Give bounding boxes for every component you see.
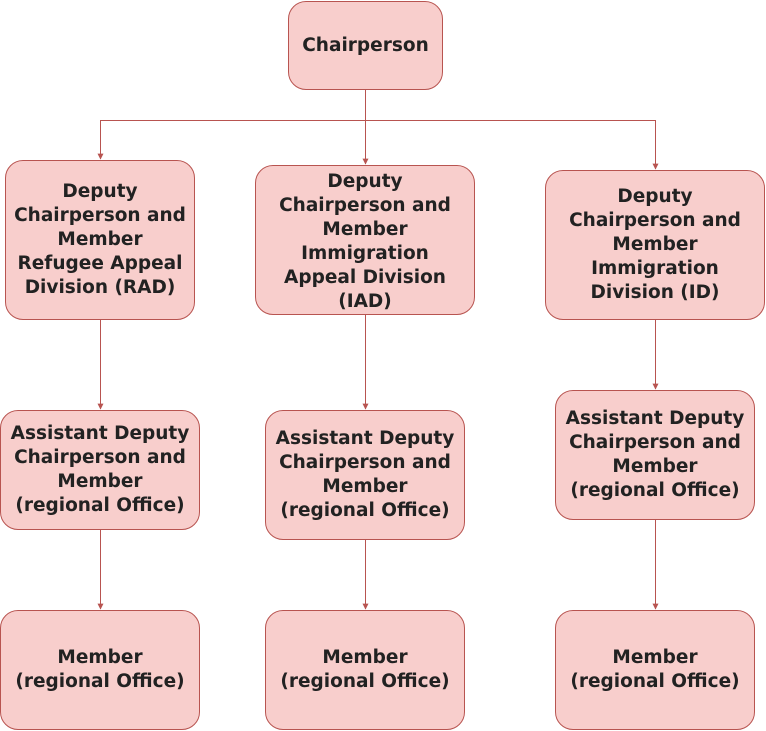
node-assistant-deputy-id[interactable]: Assistant Deputy Chairperson and Member … [555,390,755,520]
edge-chair-to-rad [97,90,366,160]
node-deputy-rad[interactable]: Deputy Chairperson and Member Refugee Ap… [5,160,195,320]
node-deputy-id[interactable]: Deputy Chairperson and Member Immigratio… [545,170,765,320]
node-deputy-iad[interactable]: Deputy Chairperson and Member Immigratio… [255,165,475,315]
node-assistant-deputy-iad[interactable]: Assistant Deputy Chairperson and Member … [265,410,465,540]
edge-chair-to-id [365,120,659,170]
node-assistant-deputy-rad[interactable]: Assistant Deputy Chairperson and Member … [0,410,200,530]
node-member-rad[interactable]: Member (regional Office) [0,610,200,730]
node-member-id[interactable]: Member (regional Office) [555,610,755,730]
node-member-iad[interactable]: Member (regional Office) [265,610,465,730]
node-chairperson[interactable]: Chairperson [288,1,443,90]
